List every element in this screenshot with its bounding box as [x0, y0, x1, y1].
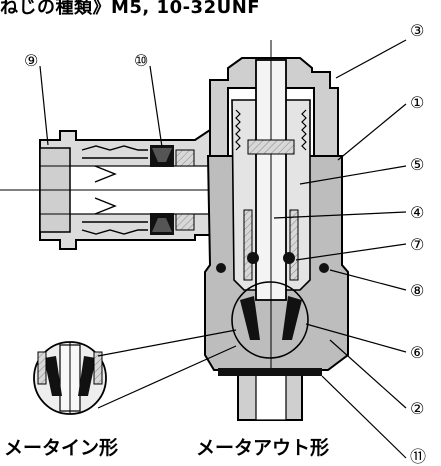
callout-10: ⑩ [134, 51, 148, 70]
meter-in-detail-inset [33, 341, 107, 415]
callout-11: ⑪ [410, 447, 426, 466]
callout-1: ① [410, 93, 424, 112]
collet [81, 145, 148, 235]
horizontal-fitting [0, 128, 246, 250]
callout-labels: ⑨ ⑩ ③ ① ⑤ ④ ⑦ ⑧ ⑥ ② ⑪ [24, 21, 426, 466]
check-seal-right [282, 296, 302, 340]
caption-meter-in: メータイン形 [4, 437, 119, 459]
detail-circle [231, 281, 309, 359]
cap [209, 57, 339, 157]
callout-6: ⑥ [410, 343, 424, 362]
gasket [218, 368, 322, 376]
caption-meter-out: メータアウト形 [196, 437, 330, 459]
callout-8: ⑧ [410, 281, 424, 300]
vertical-body [204, 40, 349, 421]
check-seal-left [240, 296, 260, 340]
callout-5: ⑤ [410, 155, 424, 174]
callout-2: ② [410, 399, 424, 418]
leader-lines [39, 39, 407, 459]
diagram-title: ねじの種類》M5, 10-32UNF [0, 0, 261, 18]
callout-7: ⑦ [410, 235, 424, 254]
callout-4: ④ [410, 203, 424, 222]
callout-3: ③ [410, 21, 424, 40]
callout-9: ⑨ [24, 51, 38, 70]
